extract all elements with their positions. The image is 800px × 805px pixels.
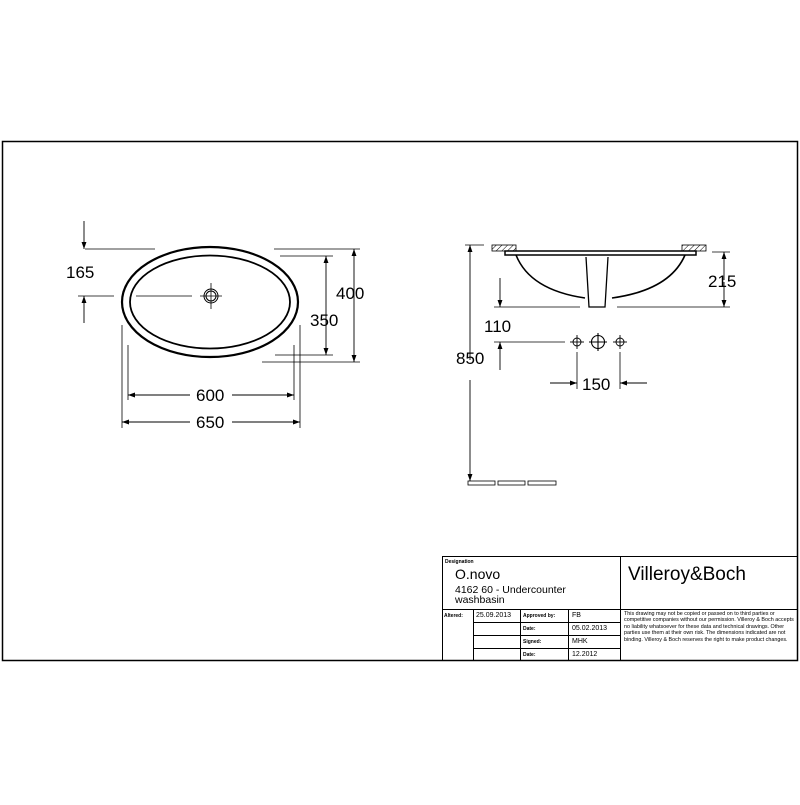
dim-overall-depth: 400	[336, 284, 364, 303]
brand-logo: Villeroy&Boch	[628, 564, 746, 585]
approved-by-label: Approved by:	[523, 613, 556, 619]
date-label-2: Date:	[523, 652, 536, 658]
date-value-2: 12.2012	[572, 651, 598, 658]
dim-drain-offset: 165	[66, 263, 94, 282]
dim-inner-width: 600	[196, 386, 224, 405]
dim-mounting-height: 850	[456, 349, 484, 368]
altered-date: 25.09.2013	[476, 612, 512, 619]
top-view	[78, 221, 360, 428]
product-name: O.novo	[455, 567, 501, 582]
tap-hole-icon	[613, 335, 627, 349]
approved-by-value: FB	[572, 612, 581, 619]
dim-inner-depth: 350	[310, 311, 338, 330]
floor-segment	[467, 480, 496, 486]
disclaimer-text: This drawing may not be copied or passed…	[624, 611, 794, 643]
countertop-left	[491, 244, 517, 252]
countertop-right	[681, 244, 707, 252]
designation-label: Designation	[445, 559, 474, 565]
dim-tap-spacing: 150	[582, 375, 610, 394]
floor-segment	[527, 480, 557, 486]
tap-hole-icon	[570, 335, 584, 349]
tap-hole-icon	[589, 333, 607, 351]
dim-bowl-height: 215	[708, 272, 736, 291]
signed-label: Signed:	[523, 639, 542, 645]
title-block-grid	[442, 556, 798, 661]
signed-value: MHK	[572, 638, 588, 645]
date-label-1: Date:	[523, 626, 536, 632]
dim-drain-height: 110	[484, 317, 511, 336]
sheet-border	[1, 140, 799, 662]
product-code-line1: 4162 60 - Undercounter	[455, 585, 566, 595]
dim-overall-width: 650	[196, 413, 224, 432]
side-view	[465, 244, 730, 486]
altered-label: Altered:	[444, 613, 463, 619]
date-value-1: 05.02.2013	[572, 625, 608, 632]
product-code-line2: washbasin	[455, 595, 505, 605]
drain-icon	[200, 283, 222, 309]
floor-segment	[497, 480, 526, 486]
